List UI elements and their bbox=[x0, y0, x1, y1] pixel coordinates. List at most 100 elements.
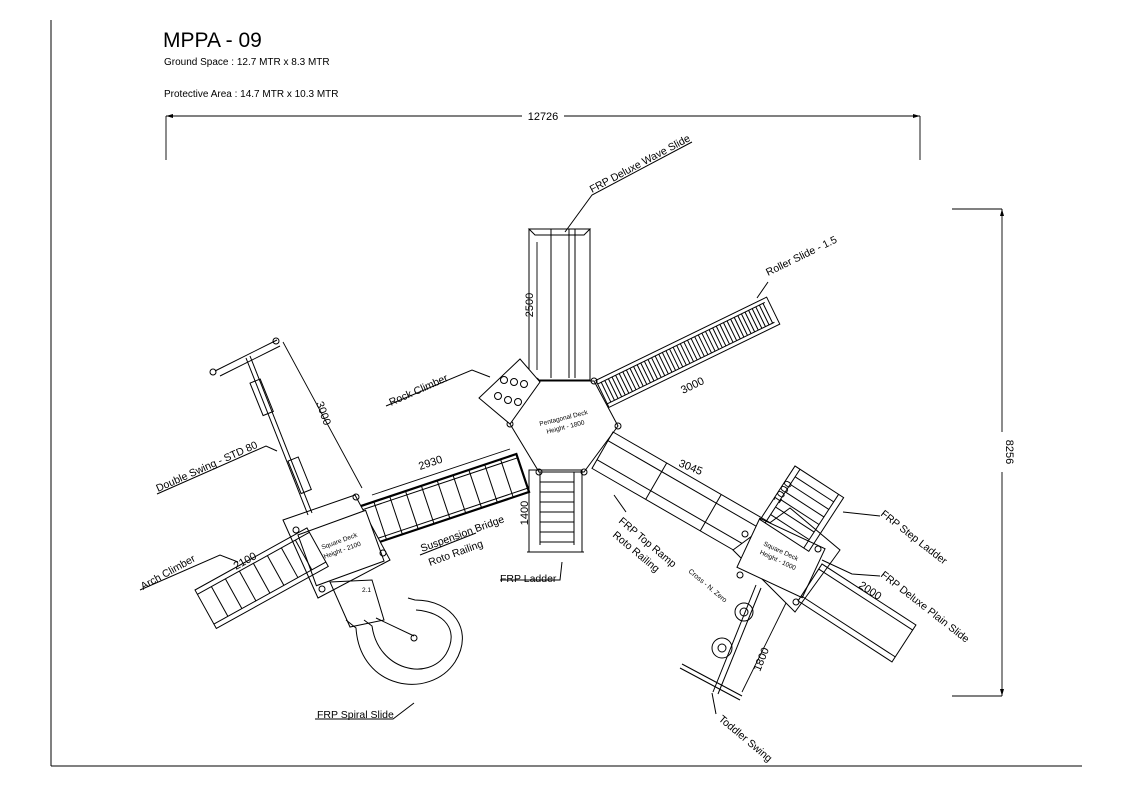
ladder-dimension: 1400 bbox=[519, 501, 531, 525]
step-rung bbox=[794, 476, 834, 503]
step-ladder-label: FRP Step Ladder bbox=[878, 508, 950, 568]
plain-slide bbox=[797, 563, 917, 663]
roller bbox=[708, 329, 720, 350]
cross-label: Cross - N. Zero bbox=[687, 568, 728, 604]
arch-slat bbox=[238, 570, 257, 602]
roller bbox=[618, 373, 630, 394]
protective-area: Protective Area : 14.7 MTR x 10.3 MTR bbox=[164, 89, 339, 100]
roller bbox=[676, 345, 687, 366]
plain-slide-label: FRP Deluxe Plain Slide bbox=[878, 569, 971, 646]
roller bbox=[762, 303, 774, 324]
plain-slide-dimension: 2000 bbox=[856, 579, 883, 602]
roller bbox=[697, 334, 709, 355]
roller bbox=[661, 352, 673, 373]
arch-slat bbox=[224, 578, 243, 609]
step-rung bbox=[770, 514, 810, 541]
roller bbox=[615, 375, 626, 396]
roller bbox=[744, 311, 756, 333]
spiral-slide: 2.1 bbox=[329, 579, 463, 685]
step-rung bbox=[789, 483, 830, 510]
roller bbox=[672, 346, 684, 368]
drawing-title: MPPA - 09 bbox=[163, 29, 262, 52]
bridge-slat bbox=[436, 480, 451, 519]
ladder-label: FRP Ladder bbox=[500, 573, 557, 585]
wave-slide-dimension: 2500 bbox=[524, 293, 536, 317]
roller bbox=[636, 364, 648, 385]
roller bbox=[629, 368, 641, 389]
roller bbox=[604, 380, 615, 401]
roller bbox=[647, 359, 659, 380]
roller bbox=[701, 332, 712, 354]
frp-step-ladder bbox=[759, 465, 845, 552]
roller bbox=[726, 320, 738, 341]
arch-slat bbox=[266, 555, 285, 586]
double-swing bbox=[209, 337, 313, 516]
roller-slide-label: Roller Slide - 1.5 bbox=[764, 234, 839, 279]
roller-slide-dimension: 3000 bbox=[679, 375, 706, 397]
roller bbox=[622, 371, 633, 392]
roller bbox=[640, 362, 651, 383]
roller bbox=[733, 317, 745, 338]
roller bbox=[607, 378, 619, 399]
roller bbox=[722, 322, 734, 343]
toddler-swing-label: Toddler Swing bbox=[716, 713, 774, 765]
roller bbox=[737, 315, 748, 336]
toddler-swing bbox=[679, 584, 762, 701]
roller bbox=[719, 324, 730, 345]
bridge-slat bbox=[420, 485, 435, 524]
arch-slat bbox=[210, 586, 229, 617]
roller bbox=[679, 343, 691, 364]
bridge-slat bbox=[484, 464, 498, 503]
roller bbox=[694, 336, 705, 357]
arch-slat bbox=[252, 563, 271, 594]
bridge-slat bbox=[389, 496, 403, 535]
roller bbox=[669, 348, 680, 369]
roller bbox=[705, 331, 716, 352]
roller bbox=[654, 355, 666, 376]
bridge-slat bbox=[500, 459, 514, 498]
arch-slat bbox=[280, 547, 299, 578]
wave-slide-label: FRP Deluxe Wave Slide bbox=[588, 132, 693, 195]
rock-climber bbox=[478, 358, 541, 425]
roller-slide bbox=[595, 296, 781, 409]
roller bbox=[758, 304, 770, 326]
overall-width-dimension: 12726 bbox=[165, 108, 921, 160]
roller bbox=[730, 318, 741, 340]
arch-slat bbox=[294, 539, 313, 571]
roller bbox=[633, 366, 644, 387]
roller bbox=[683, 341, 694, 362]
toddler-swing-dimension: 1800 bbox=[752, 646, 772, 673]
wave-slide bbox=[527, 228, 592, 381]
bridge-slat bbox=[405, 490, 419, 530]
roller bbox=[712, 327, 723, 348]
roller bbox=[687, 339, 698, 361]
roller bbox=[658, 353, 669, 375]
bridge-slat bbox=[452, 475, 467, 514]
roller bbox=[665, 350, 677, 371]
roller bbox=[611, 376, 623, 397]
ramp-dimension: 3045 bbox=[677, 458, 704, 478]
roller bbox=[740, 313, 752, 334]
small-deck-label: 2.1 bbox=[362, 587, 371, 594]
overall-height-value: 8256 bbox=[1003, 440, 1015, 464]
roller bbox=[715, 325, 727, 347]
roller bbox=[751, 308, 763, 329]
roller bbox=[690, 338, 702, 359]
roller bbox=[651, 357, 662, 378]
arch-climber-label: Arch Climber bbox=[139, 552, 198, 592]
roller bbox=[755, 306, 766, 327]
overall-width-value: 12726 bbox=[528, 111, 559, 123]
spiral-slide-label: FRP Spiral Slide bbox=[317, 709, 394, 721]
roller bbox=[600, 382, 612, 403]
roller bbox=[748, 310, 759, 331]
frp-ladder bbox=[527, 469, 584, 553]
bridge-slat bbox=[373, 501, 388, 540]
double-swing-label: Double Swing - STD 80 bbox=[154, 439, 259, 495]
arch-climber bbox=[194, 527, 329, 630]
step-rung bbox=[785, 491, 825, 518]
roller bbox=[625, 369, 637, 390]
left-square-deck: Square Deck Height - 2100 bbox=[282, 493, 391, 599]
suspension-bridge bbox=[356, 452, 531, 547]
swing-dimension: 3000 bbox=[313, 400, 333, 427]
